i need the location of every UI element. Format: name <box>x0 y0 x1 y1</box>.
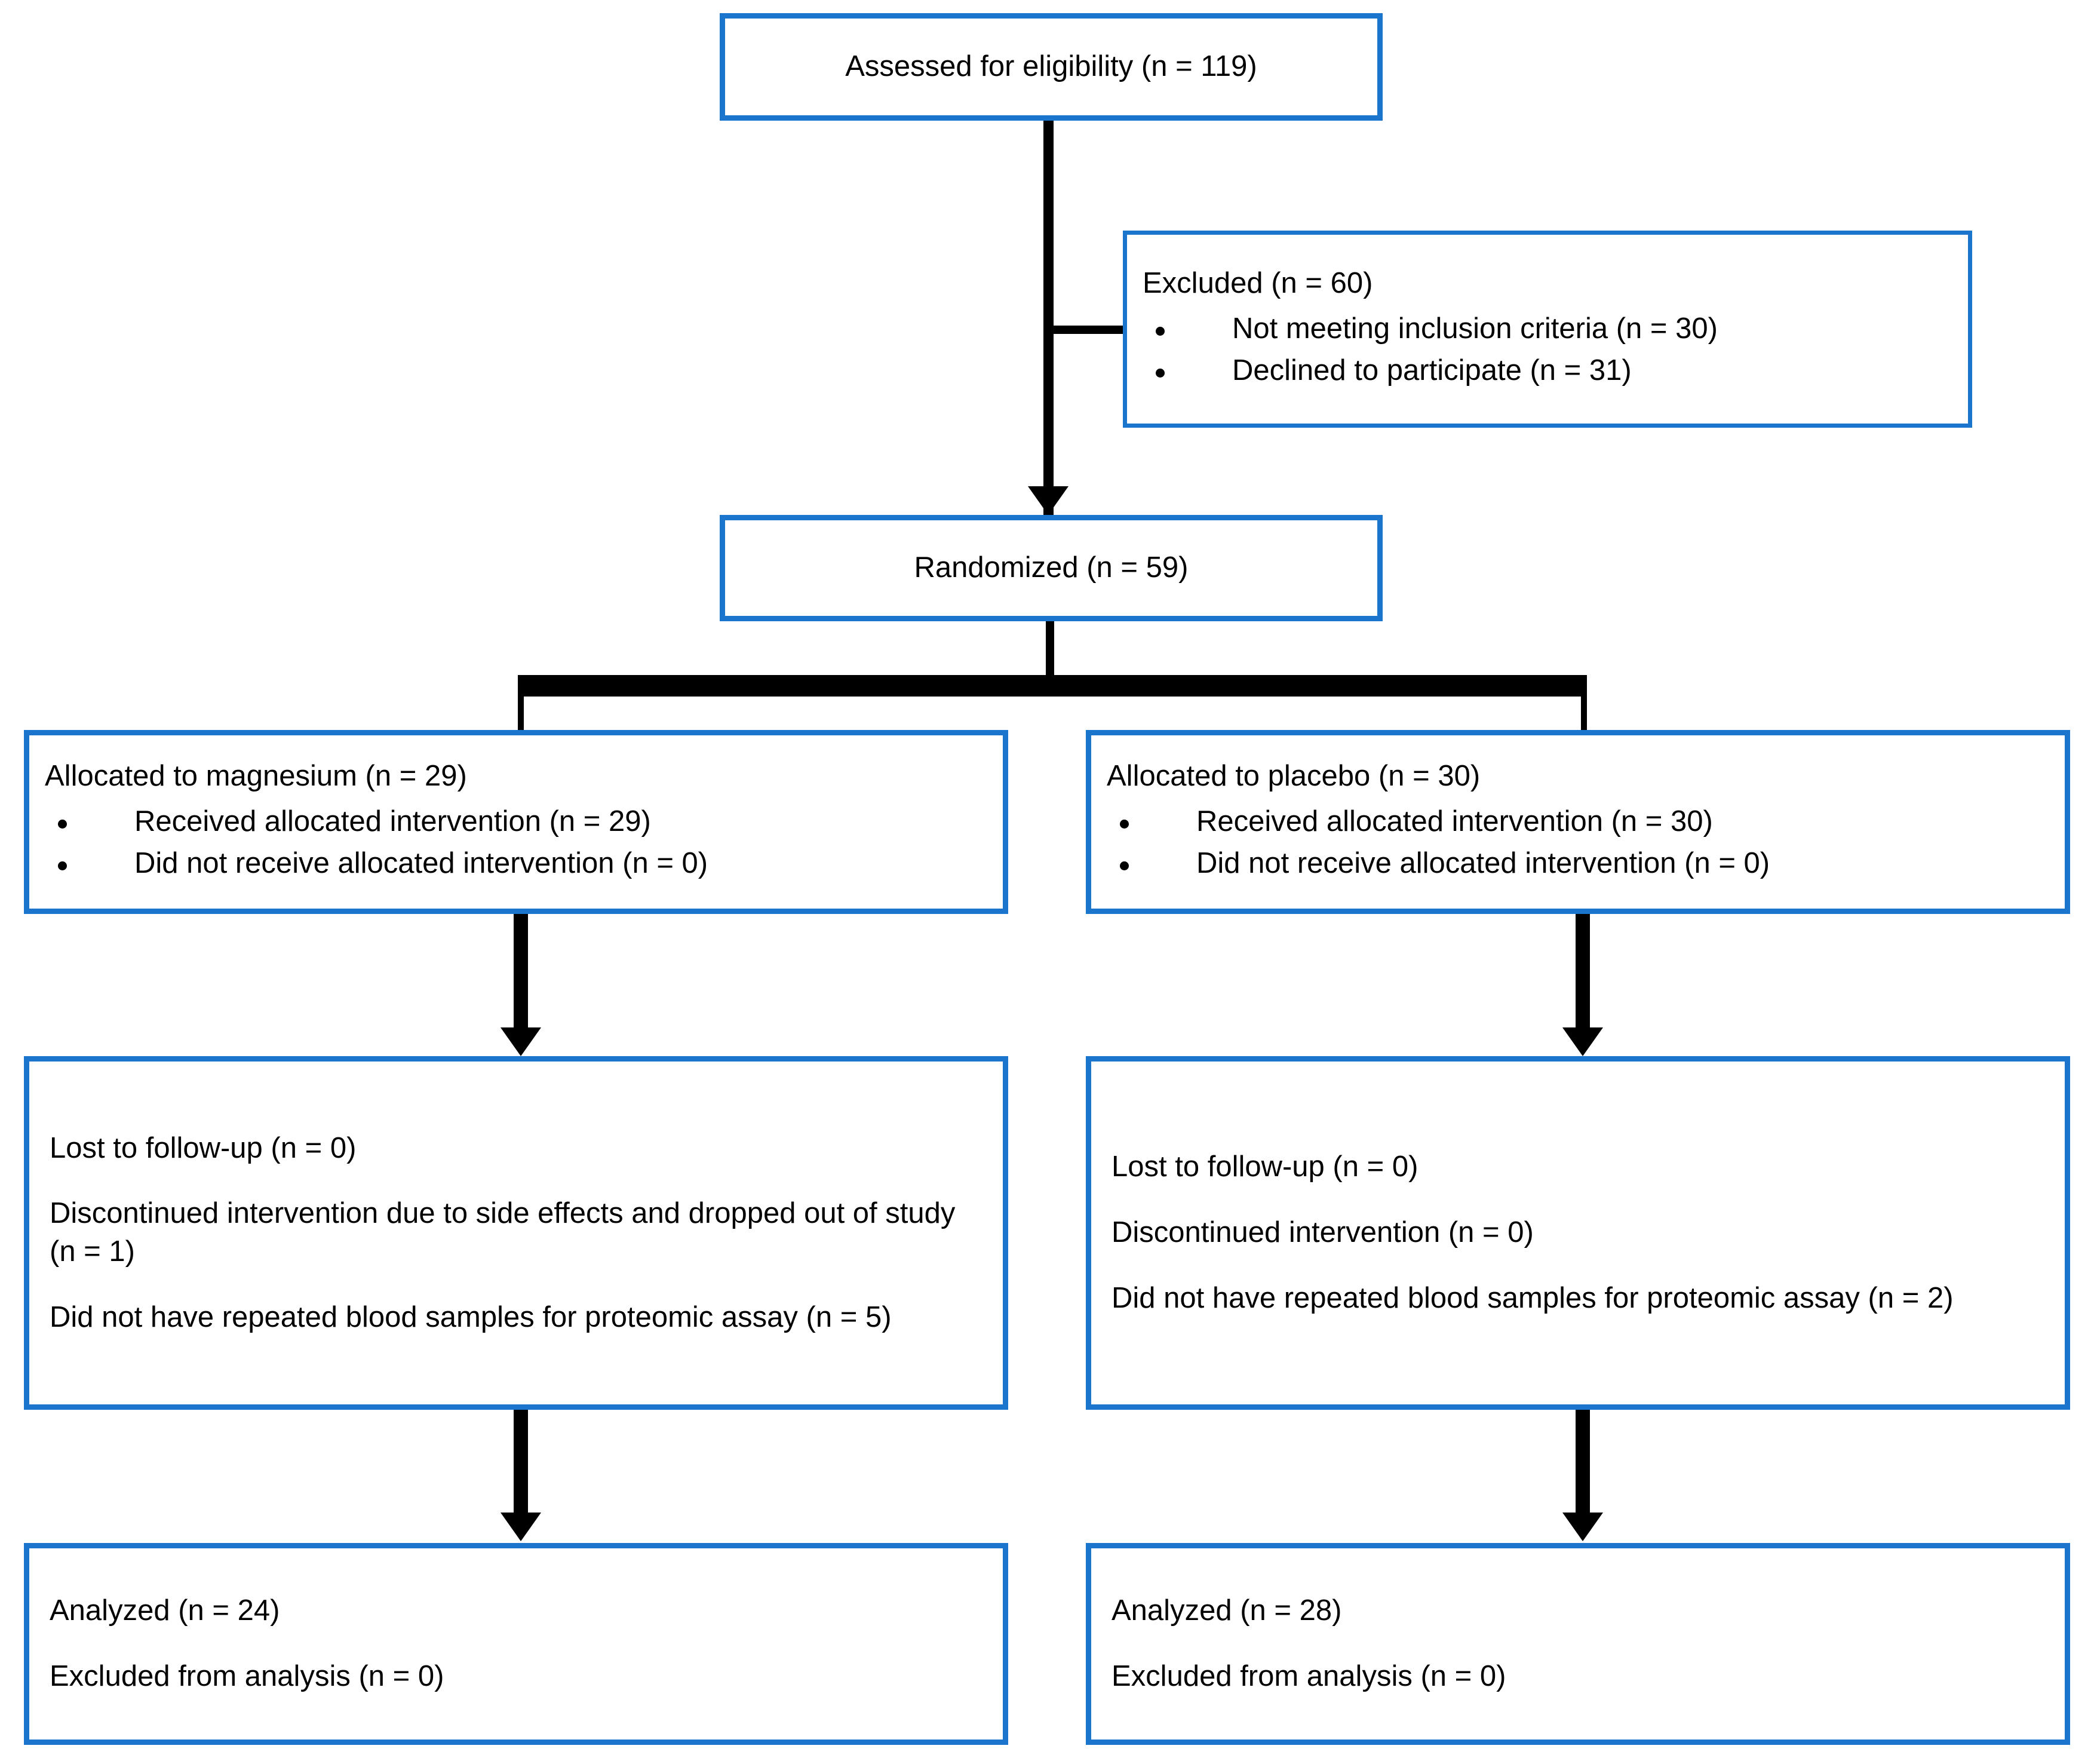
connector-split-left-descender <box>518 693 524 748</box>
analysis-left-line: Excluded from analysis (n = 0) <box>50 1660 444 1692</box>
followup-left-line: Discontinued intervention due to side ef… <box>50 1197 956 1268</box>
analysis-right-line: Analyzed (n = 28) <box>1112 1594 1342 1627</box>
node-excluded: Excluded (n = 60) Not meeting inclusion … <box>1123 231 1972 428</box>
list-item: Received allocated intervention (n = 29) <box>45 803 987 841</box>
node-analyzed-placebo: Analyzed (n = 28) Excluded from analysis… <box>1086 1543 2070 1745</box>
connector-split-right-descender <box>1581 693 1587 748</box>
node-followup-magnesium: Lost to follow-up (n = 0) Discontinued i… <box>24 1056 1008 1410</box>
list-item: Received allocated intervention (n = 30) <box>1107 803 2049 841</box>
analysis-right-line: Excluded from analysis (n = 0) <box>1112 1660 1506 1692</box>
node-randomized: Randomized (n = 59) <box>720 515 1383 621</box>
connector-eligibility-to-randomized <box>1043 121 1054 515</box>
allocation-left-list: Received allocated intervention (n = 29)… <box>45 799 987 886</box>
list-item: Declined to participate (n = 31) <box>1143 352 1952 390</box>
connector-followup-right-to-analysis <box>1576 1410 1590 1517</box>
excluded-heading: Excluded (n = 60) <box>1143 267 1373 300</box>
allocation-right-list: Received allocated intervention (n = 30)… <box>1107 799 2049 886</box>
followup-right-line: Did not have repeated blood samples for … <box>1112 1281 1954 1314</box>
connector-split-bar <box>518 675 1587 697</box>
list-item: Did not receive allocated intervention (… <box>1107 845 2049 883</box>
randomized-label: Randomized (n = 59) <box>914 551 1189 584</box>
connector-allocation-left-to-followup <box>514 914 528 1032</box>
node-allocated-magnesium: Allocated to magnesium (n = 29) Received… <box>24 730 1008 914</box>
followup-left-line: Lost to follow-up (n = 0) <box>50 1131 357 1164</box>
arrowhead-followup-right-to-analysis <box>1562 1513 1603 1541</box>
followup-right-line: Lost to follow-up (n = 0) <box>1112 1151 1418 1183</box>
arrowhead-allocation-left-to-followup <box>501 1027 541 1056</box>
followup-left-line: Did not have repeated blood samples for … <box>50 1300 892 1333</box>
list-item: Did not receive allocated intervention (… <box>45 845 987 883</box>
assessed-label: Assessed for eligibility (n = 119) <box>845 50 1257 83</box>
node-analyzed-magnesium: Analyzed (n = 24) Excluded from analysis… <box>24 1543 1008 1745</box>
connector-randomized-trunk <box>1046 621 1054 678</box>
node-followup-placebo: Lost to follow-up (n = 0) Discontinued i… <box>1086 1056 2070 1410</box>
connector-allocation-right-to-followup <box>1576 914 1590 1032</box>
list-item: Not meeting inclusion criteria (n = 30) <box>1143 310 1952 348</box>
analysis-left-line: Analyzed (n = 24) <box>50 1594 280 1627</box>
followup-right-line: Discontinued intervention (n = 0) <box>1112 1216 1534 1249</box>
arrowhead-eligibility-to-randomized <box>1028 486 1069 515</box>
allocation-right-heading: Allocated to placebo (n = 30) <box>1107 760 1481 793</box>
arrowhead-allocation-right-to-followup <box>1562 1027 1603 1056</box>
excluded-reason-list: Not meeting inclusion criteria (n = 30) … <box>1143 306 1952 393</box>
node-allocated-placebo: Allocated to placebo (n = 30) Received a… <box>1086 730 2070 914</box>
node-assessed-for-eligibility: Assessed for eligibility (n = 119) <box>720 13 1383 121</box>
allocation-left-heading: Allocated to magnesium (n = 29) <box>45 760 467 793</box>
arrowhead-followup-left-to-analysis <box>501 1513 541 1541</box>
connector-followup-left-to-analysis <box>514 1410 528 1517</box>
